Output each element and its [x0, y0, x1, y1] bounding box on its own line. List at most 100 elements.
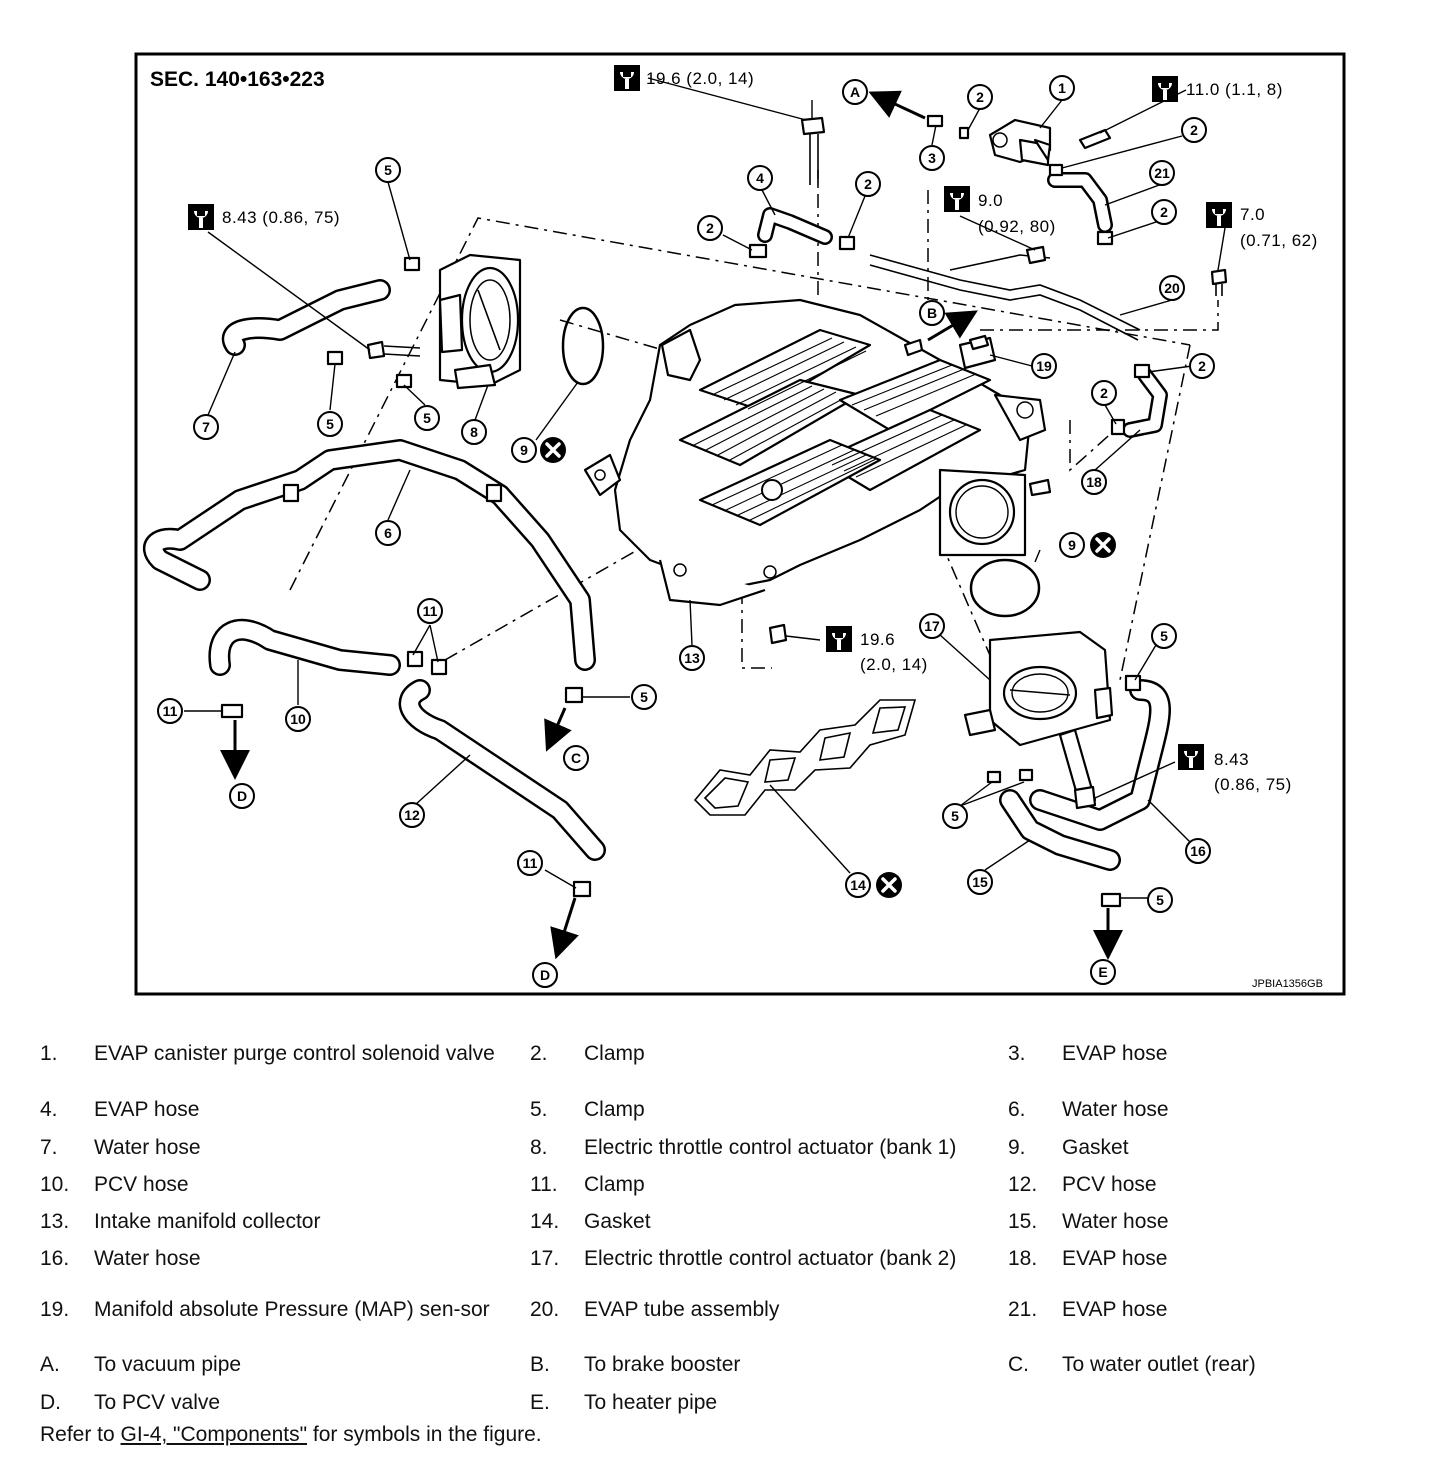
legend-text: Electric throttle control actuator (bank… [584, 1246, 957, 1270]
legend-item: 9.Gasket [1008, 1132, 1456, 1162]
legend-text: EVAP hose [1062, 1246, 1168, 1270]
legend-item: 2.Clamp [530, 1024, 1004, 1082]
callout-16: 16 [1190, 843, 1206, 859]
legend-number: E. [530, 1390, 550, 1414]
manifold-gasket [693, 699, 917, 816]
callout-19: 19 [1036, 358, 1052, 374]
legend-number: 19. [40, 1297, 70, 1321]
legend-number: 3. [1008, 1041, 1026, 1065]
callout-9: 9 [1068, 537, 1076, 553]
legend-item: C.To water outlet (rear) [1008, 1349, 1456, 1379]
legend-item: 1. EVAP canister purge control solenoid v… [40, 1024, 514, 1082]
callout-2: 2 [976, 89, 984, 105]
legend-text: EVAP canister purge control solenoid val… [94, 1041, 495, 1065]
gasket-right [969, 558, 1041, 618]
torque-t4-line2: (0.92, 80) [978, 217, 1056, 236]
callout-5: 5 [384, 162, 392, 178]
legend-item: 3. EVAP hose [1008, 1024, 1456, 1082]
legend-item: E. To heater pipe [530, 1387, 1004, 1417]
legend-text: Water hose [1062, 1097, 1169, 1121]
legend-item: 15.Water hose [1008, 1206, 1456, 1236]
callout-9: 9 [520, 442, 528, 458]
torque-t6-line2: (2.0, 14) [860, 655, 928, 674]
callout-1: 1 [1058, 80, 1066, 96]
letter-c: C [571, 750, 581, 766]
legend-number: 10. [40, 1172, 70, 1196]
torque-t7-line2: (0.86, 75) [1214, 775, 1292, 794]
legend-number: 16. [40, 1246, 70, 1270]
callout-6: 6 [384, 525, 392, 541]
legend-number: 11. [530, 1172, 558, 1196]
letter-a: A [850, 84, 860, 100]
callout-5: 5 [423, 410, 431, 426]
legend-text: Water hose [1062, 1209, 1169, 1233]
do-not-reuse-marks [540, 437, 1116, 898]
callout-2: 2 [1160, 204, 1168, 220]
callout-5: 5 [326, 416, 334, 432]
legend-text: PCV hose [94, 1172, 189, 1196]
legend-number: 13. [40, 1209, 70, 1233]
components-link[interactable]: GI-4, "Components" [120, 1423, 308, 1446]
legend-number: 17. [530, 1246, 560, 1270]
legend-number: 21. [1008, 1297, 1038, 1321]
legend-number: A. [40, 1352, 60, 1376]
torque-t6-line1: 19.6 [860, 630, 895, 649]
callout-7: 7 [202, 419, 210, 435]
callout-2: 2 [706, 220, 714, 236]
legend-number: 20. [530, 1297, 560, 1321]
legend-text: To brake booster [584, 1352, 741, 1376]
direction-arrows [220, 90, 1123, 960]
legend-number: 5. [530, 1097, 548, 1121]
legend-item: 17. Electric throttle control actuator (b… [530, 1243, 1004, 1273]
legend-item: 7. Water hose [40, 1132, 514, 1162]
legend-text: Clamp [584, 1097, 645, 1121]
legend-text: Water hose [94, 1135, 201, 1159]
legend-number: 14. [530, 1209, 560, 1233]
direction-letters: A B C D D E [229, 79, 1116, 988]
legend-item: A. To vacuum pipe [40, 1349, 514, 1379]
legend-number: 1. [40, 1041, 58, 1065]
callout-5: 5 [951, 808, 959, 824]
legend-item: 19.Manifold absolute Pressure (MAP) sen-… [40, 1280, 514, 1338]
callout-8: 8 [470, 424, 478, 440]
legend-item: D.To PCV valve [40, 1387, 514, 1417]
callout-21: 21 [1154, 165, 1170, 181]
callout-12: 12 [404, 807, 420, 823]
callout-4: 4 [756, 170, 764, 186]
legend-text: Clamp [584, 1172, 645, 1196]
legend-item: 13. Intake manifold collector [40, 1206, 514, 1236]
callout-17: 17 [924, 618, 940, 634]
letter-d: D [540, 967, 550, 983]
legend-number: D. [40, 1390, 61, 1414]
legend-text: EVAP hose [1062, 1297, 1168, 1321]
legend-item: 16. Water hose [40, 1243, 514, 1273]
legend-number: 8. [530, 1135, 548, 1159]
legend-item: 12.PCV hose [1008, 1169, 1456, 1199]
legend-text: Intake manifold collector [94, 1209, 321, 1233]
footnote-suffix: for symbols in the figure. [307, 1423, 542, 1446]
legend-number: 7. [40, 1135, 58, 1159]
torque-t3: 8.43 (0.86, 75) [222, 208, 340, 227]
legend-item: 6.Water hose [1008, 1094, 1456, 1124]
exploded-view-diagram: SEC. 140•163•223 JPBIA1356GB [134, 52, 1346, 996]
callout-3: 3 [928, 150, 936, 166]
legend-item: 8.Electric throttle control actuator (ba… [530, 1132, 1004, 1162]
legend-text: Water hose [94, 1246, 201, 1270]
section-number: SEC. 140•163•223 [150, 68, 325, 91]
bolts [366, 116, 1228, 810]
map-sensor [958, 334, 997, 370]
callout-20: 20 [1164, 280, 1180, 296]
callout-2: 2 [1198, 358, 1206, 374]
legend-item: 5. Clamp [530, 1094, 1004, 1124]
torque-t7-line1: 8.43 [1214, 750, 1249, 769]
callout-11: 11 [423, 603, 438, 619]
callout-11: 11 [163, 703, 178, 719]
legend-text: To heater pipe [584, 1390, 718, 1414]
legend-number: 9. [1008, 1135, 1026, 1159]
callout-13: 13 [684, 650, 700, 666]
legend-item: 14.Gasket [530, 1206, 1004, 1236]
legend-text: To vacuum pipe [94, 1352, 242, 1376]
footnote: Refer to GI-4, "Components" for symbols … [40, 1423, 542, 1447]
legend-text: EVAP tube assembly [584, 1297, 780, 1321]
legend-text: EVAP hose [1062, 1041, 1168, 1065]
